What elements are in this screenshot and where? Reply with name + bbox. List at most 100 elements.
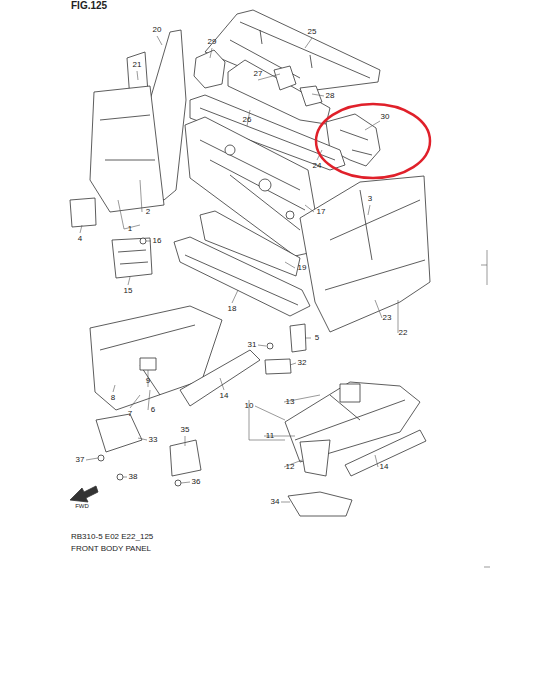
part-outline xyxy=(290,363,296,365)
part-outline xyxy=(368,205,370,215)
part-outline xyxy=(300,86,322,106)
callout-number: 23 xyxy=(382,314,393,322)
part-outline xyxy=(185,255,298,305)
part-outline xyxy=(375,455,378,467)
callout-number: 10 xyxy=(244,402,255,410)
part-outline xyxy=(265,359,291,374)
callout-number: 20 xyxy=(152,26,163,34)
part-outline xyxy=(305,205,314,212)
part-outline xyxy=(117,474,123,480)
part-outline xyxy=(286,211,294,219)
part-outline xyxy=(300,440,330,476)
callout-number: 9 xyxy=(145,377,151,385)
part-outline xyxy=(249,400,285,440)
callout-number: 14 xyxy=(379,463,390,471)
callout-number: 26 xyxy=(242,116,253,124)
callout-number: 25 xyxy=(307,28,318,36)
part-outline xyxy=(305,338,311,339)
part-outline xyxy=(365,121,380,130)
callout-number: 3 xyxy=(367,195,373,203)
part-outline xyxy=(180,350,260,406)
part-outline xyxy=(86,458,98,460)
part-outline xyxy=(340,384,360,402)
callout-number: 7 xyxy=(127,410,133,418)
part-outline xyxy=(285,262,295,268)
part-outline xyxy=(300,176,430,332)
callout-number: 19 xyxy=(297,264,308,272)
callout-number: 28 xyxy=(325,92,336,100)
part-outline xyxy=(80,36,490,567)
part-outline xyxy=(375,300,398,333)
part-outline xyxy=(210,48,212,58)
part-outline xyxy=(258,345,266,346)
part-outline xyxy=(481,250,490,567)
callout-number: 38 xyxy=(128,473,139,481)
part-outline xyxy=(194,50,225,88)
part-outline xyxy=(146,241,151,242)
part-outline xyxy=(175,480,181,486)
callout-number: 27 xyxy=(253,70,264,78)
figure-title: FIG.125 xyxy=(70,1,108,11)
part-outline xyxy=(340,130,372,155)
figure-code: RB310-5 E02 E22_125 xyxy=(70,533,154,541)
figure-caption: FRONT BODY PANEL xyxy=(70,545,152,553)
callout-number: 4 xyxy=(77,235,83,243)
part-outline xyxy=(123,477,127,478)
part-outline xyxy=(259,179,271,191)
part-outline xyxy=(90,86,164,212)
part-outline xyxy=(232,290,238,303)
part-outline xyxy=(281,502,290,503)
part-outline xyxy=(220,378,224,390)
part-outline xyxy=(305,38,312,48)
part-outline xyxy=(130,390,150,410)
callout-number: 13 xyxy=(285,398,296,406)
callout-number: 34 xyxy=(270,498,281,506)
part-outline xyxy=(345,430,426,476)
callout-number: 32 xyxy=(297,359,308,367)
callout-number: 6 xyxy=(150,406,156,414)
callout-number: 15 xyxy=(123,287,134,295)
callout-number: 1 xyxy=(127,225,133,233)
callout-number: 18 xyxy=(227,305,238,313)
callout-number: 30 xyxy=(380,113,391,121)
part-outline xyxy=(128,277,130,285)
part-outline xyxy=(316,104,430,178)
part-outline xyxy=(138,438,147,440)
callout-number: 22 xyxy=(398,329,409,337)
part-outline xyxy=(274,66,296,90)
part-outline xyxy=(100,325,195,395)
callout-number: 5 xyxy=(314,334,320,342)
part-outline xyxy=(140,358,156,370)
callout-number: 16 xyxy=(152,237,163,245)
part-outline xyxy=(185,436,186,446)
part-outline xyxy=(70,486,98,502)
callout-number: 11 xyxy=(265,432,275,440)
callout-number: 12 xyxy=(285,463,296,471)
part-outline xyxy=(112,238,152,278)
callout-number: 24 xyxy=(312,162,323,170)
callout-number: 29 xyxy=(207,38,218,46)
part-outline xyxy=(100,115,155,160)
callout-number: 17 xyxy=(316,208,327,216)
part-outline xyxy=(174,237,310,316)
part-outline xyxy=(70,10,430,516)
part-outline xyxy=(312,94,324,96)
part-outline xyxy=(288,492,352,516)
part-outline xyxy=(137,71,138,80)
callout-number: 35 xyxy=(180,426,191,434)
part-outline xyxy=(225,145,235,155)
callout-number: 31 xyxy=(247,341,258,349)
part-outline xyxy=(157,36,162,45)
part-outline xyxy=(325,190,425,290)
part-outline xyxy=(267,343,273,349)
direction-label: FWD xyxy=(74,503,90,509)
part-outline xyxy=(113,385,115,392)
callout-number: 37 xyxy=(75,456,86,464)
part-outline xyxy=(170,440,201,476)
part-outline xyxy=(70,198,96,227)
callout-number: 8 xyxy=(110,394,116,402)
part-outline xyxy=(118,180,142,229)
callout-number: 36 xyxy=(191,478,202,486)
callout-number: 14 xyxy=(219,392,230,400)
